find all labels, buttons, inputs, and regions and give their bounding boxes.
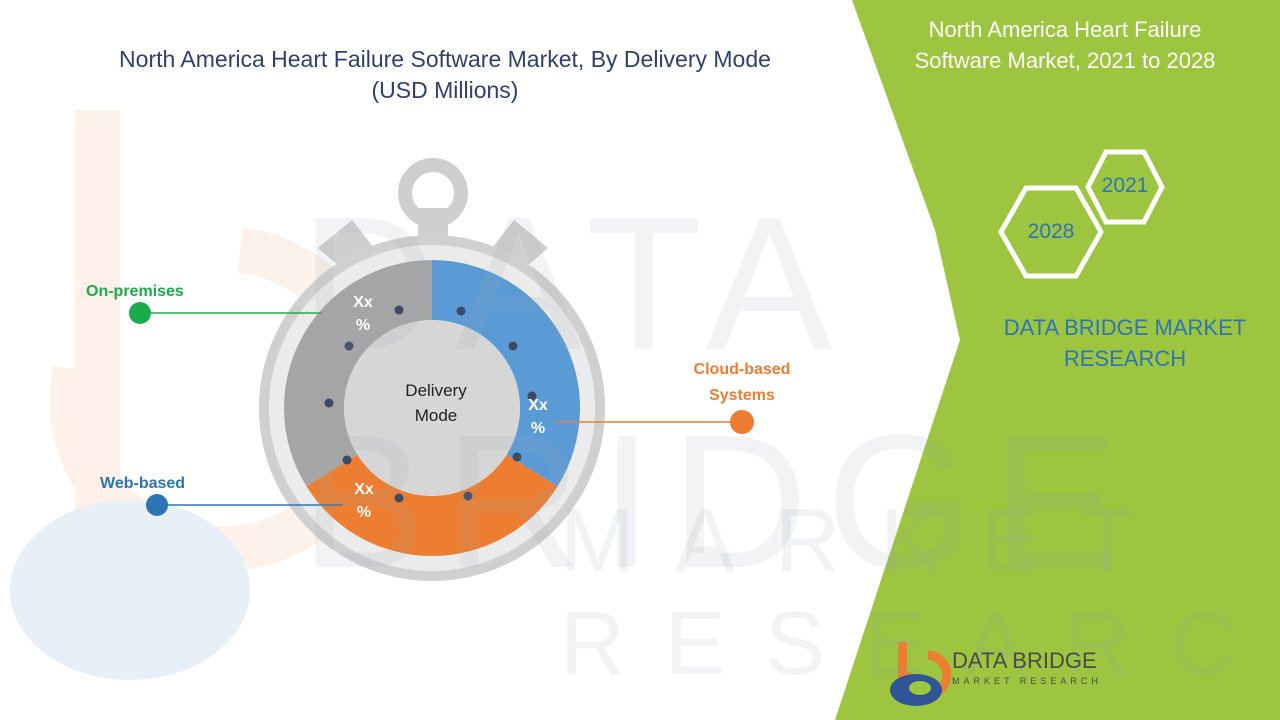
segment-dot [344,341,354,351]
brand-name-line1: DATA BRIDGE MARKET [1003,315,1247,340]
year-2021-label: 2021 [1101,174,1149,197]
brand-name-line2: RESEARCH [1063,346,1187,371]
segment-dot [394,305,404,315]
donut-segment-cloud [432,260,580,487]
chart-title: North America Heart Failure Software Mar… [60,44,830,106]
donut-center-label-line1: Delivery [405,381,467,400]
segment-dot [512,452,522,462]
on-premises-value-line1: Xx [353,294,373,311]
donut-center-label: Delivery Mode [386,378,486,428]
web-value-line1: Xx [354,481,374,498]
green-side-panel [835,0,1280,720]
segment-dot [342,455,352,465]
segment-dot [394,493,404,503]
hexagon-2021 [1085,149,1165,225]
segment-dot [456,306,466,316]
data-bridge-logo-icon [890,642,952,706]
segment-dot [324,398,334,408]
side-panel-title-line1: North America Heart Failure [928,17,1202,42]
donut-center [344,320,520,496]
watermark-text-line2: MARKET RESEARCH [560,491,1280,694]
legend-label-cloud: Cloud-based Systems [672,357,812,409]
legend-label-web: Web-based [100,475,186,492]
on-premises-marker [129,302,151,324]
delivery-mode-donut [284,260,580,556]
year-2028-label: 2028 [1027,220,1075,243]
cloud-value-label: Xx % [518,394,558,440]
segment-dot [508,341,518,351]
chart-title-line2: (USD Millions) [371,77,519,103]
segment-dot [527,391,537,401]
cloud-value-line1: Xx [528,397,548,414]
logo-tagline: MARKET RESEARCH [952,676,1102,686]
side-panel-title-line2: Software Market, 2021 to 2028 [914,48,1216,73]
side-panel-title: North America Heart Failure Software Mar… [880,14,1250,76]
segment-dots [324,305,537,503]
donut-segment-on-premises [284,260,432,487]
donut-center-label-line2: Mode [414,406,458,425]
legend-label-cloud-line2: Systems [709,387,775,404]
cloud-value-line2: % [530,420,546,437]
web-marker [146,494,168,516]
cloud-marker [730,410,754,434]
hexagon-2028 [998,185,1104,279]
watermark-text-line1: DATA BRIDGE [300,178,1137,608]
legend-label-on-premises: On-premises [86,283,184,300]
logo-name: DATA BRIDGE [952,648,1097,673]
web-value-label: Xx % [344,478,384,524]
brand-name: DATA BRIDGE MARKET RESEARCH [975,312,1275,374]
on-premises-value-line2: % [355,317,371,334]
donut-segment-web [306,454,558,556]
chart-title-line1: North America Heart Failure Software Mar… [119,46,771,72]
legend-label-cloud-line1: Cloud-based [693,361,791,378]
web-value-line2: % [356,504,372,521]
segment-dot [463,491,473,501]
on-premises-value-label: Xx % [343,291,383,337]
